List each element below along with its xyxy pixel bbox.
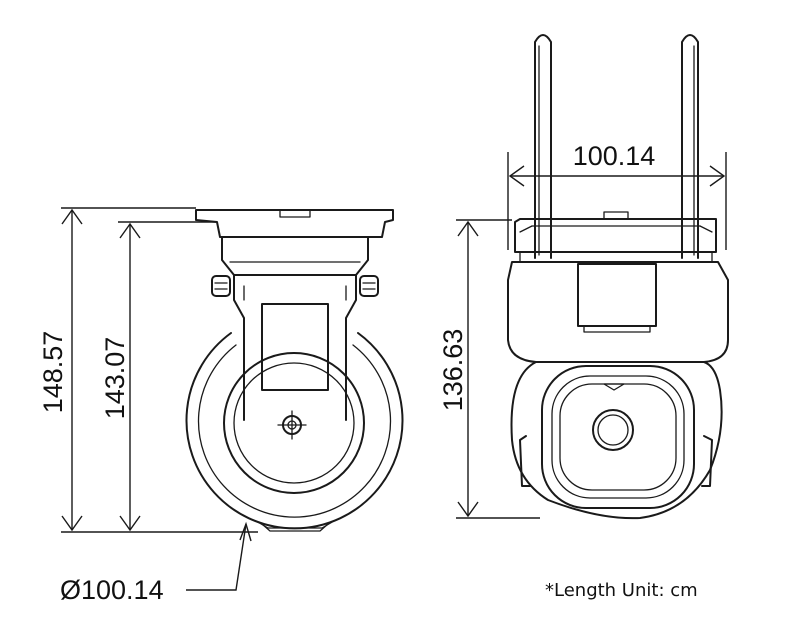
- side-yoke: [233, 274, 357, 421]
- dim-diameter-leader: [186, 521, 252, 591]
- label-length-unit-note: *Length Unit: cm: [545, 580, 698, 601]
- label-diameter: Ø100.14: [60, 575, 164, 605]
- label-front-height: 136.63: [438, 329, 468, 412]
- front-upper-window: [577, 263, 657, 327]
- right-knob-icon: [359, 275, 379, 297]
- side-mount-plate: [195, 209, 394, 238]
- label-side-total-height: 148.57: [38, 331, 68, 414]
- dim-side-body: [118, 221, 217, 532]
- side-neck: [221, 236, 369, 276]
- dim-front-width: [507, 152, 727, 250]
- dim-side-total: [61, 207, 258, 533]
- front-top-cap: [514, 218, 717, 253]
- label-front-width: 100.14: [573, 141, 656, 171]
- right-antenna: [681, 34, 699, 259]
- front-view: [507, 34, 729, 520]
- camera-lens-icon: [592, 409, 634, 451]
- front-lower-body: [510, 361, 723, 520]
- dim-front-height: [456, 219, 540, 519]
- front-upper-housing: [507, 261, 729, 363]
- side-label-plate: [261, 303, 329, 391]
- label-side-body-height: 143.07: [100, 337, 130, 420]
- side-view: [185, 209, 404, 532]
- side-camera-head: [185, 332, 404, 532]
- left-knob-icon: [211, 275, 231, 297]
- status-led-icon: [603, 383, 625, 391]
- left-antenna: [534, 34, 552, 259]
- pivot-crosshair-icon: [277, 410, 307, 440]
